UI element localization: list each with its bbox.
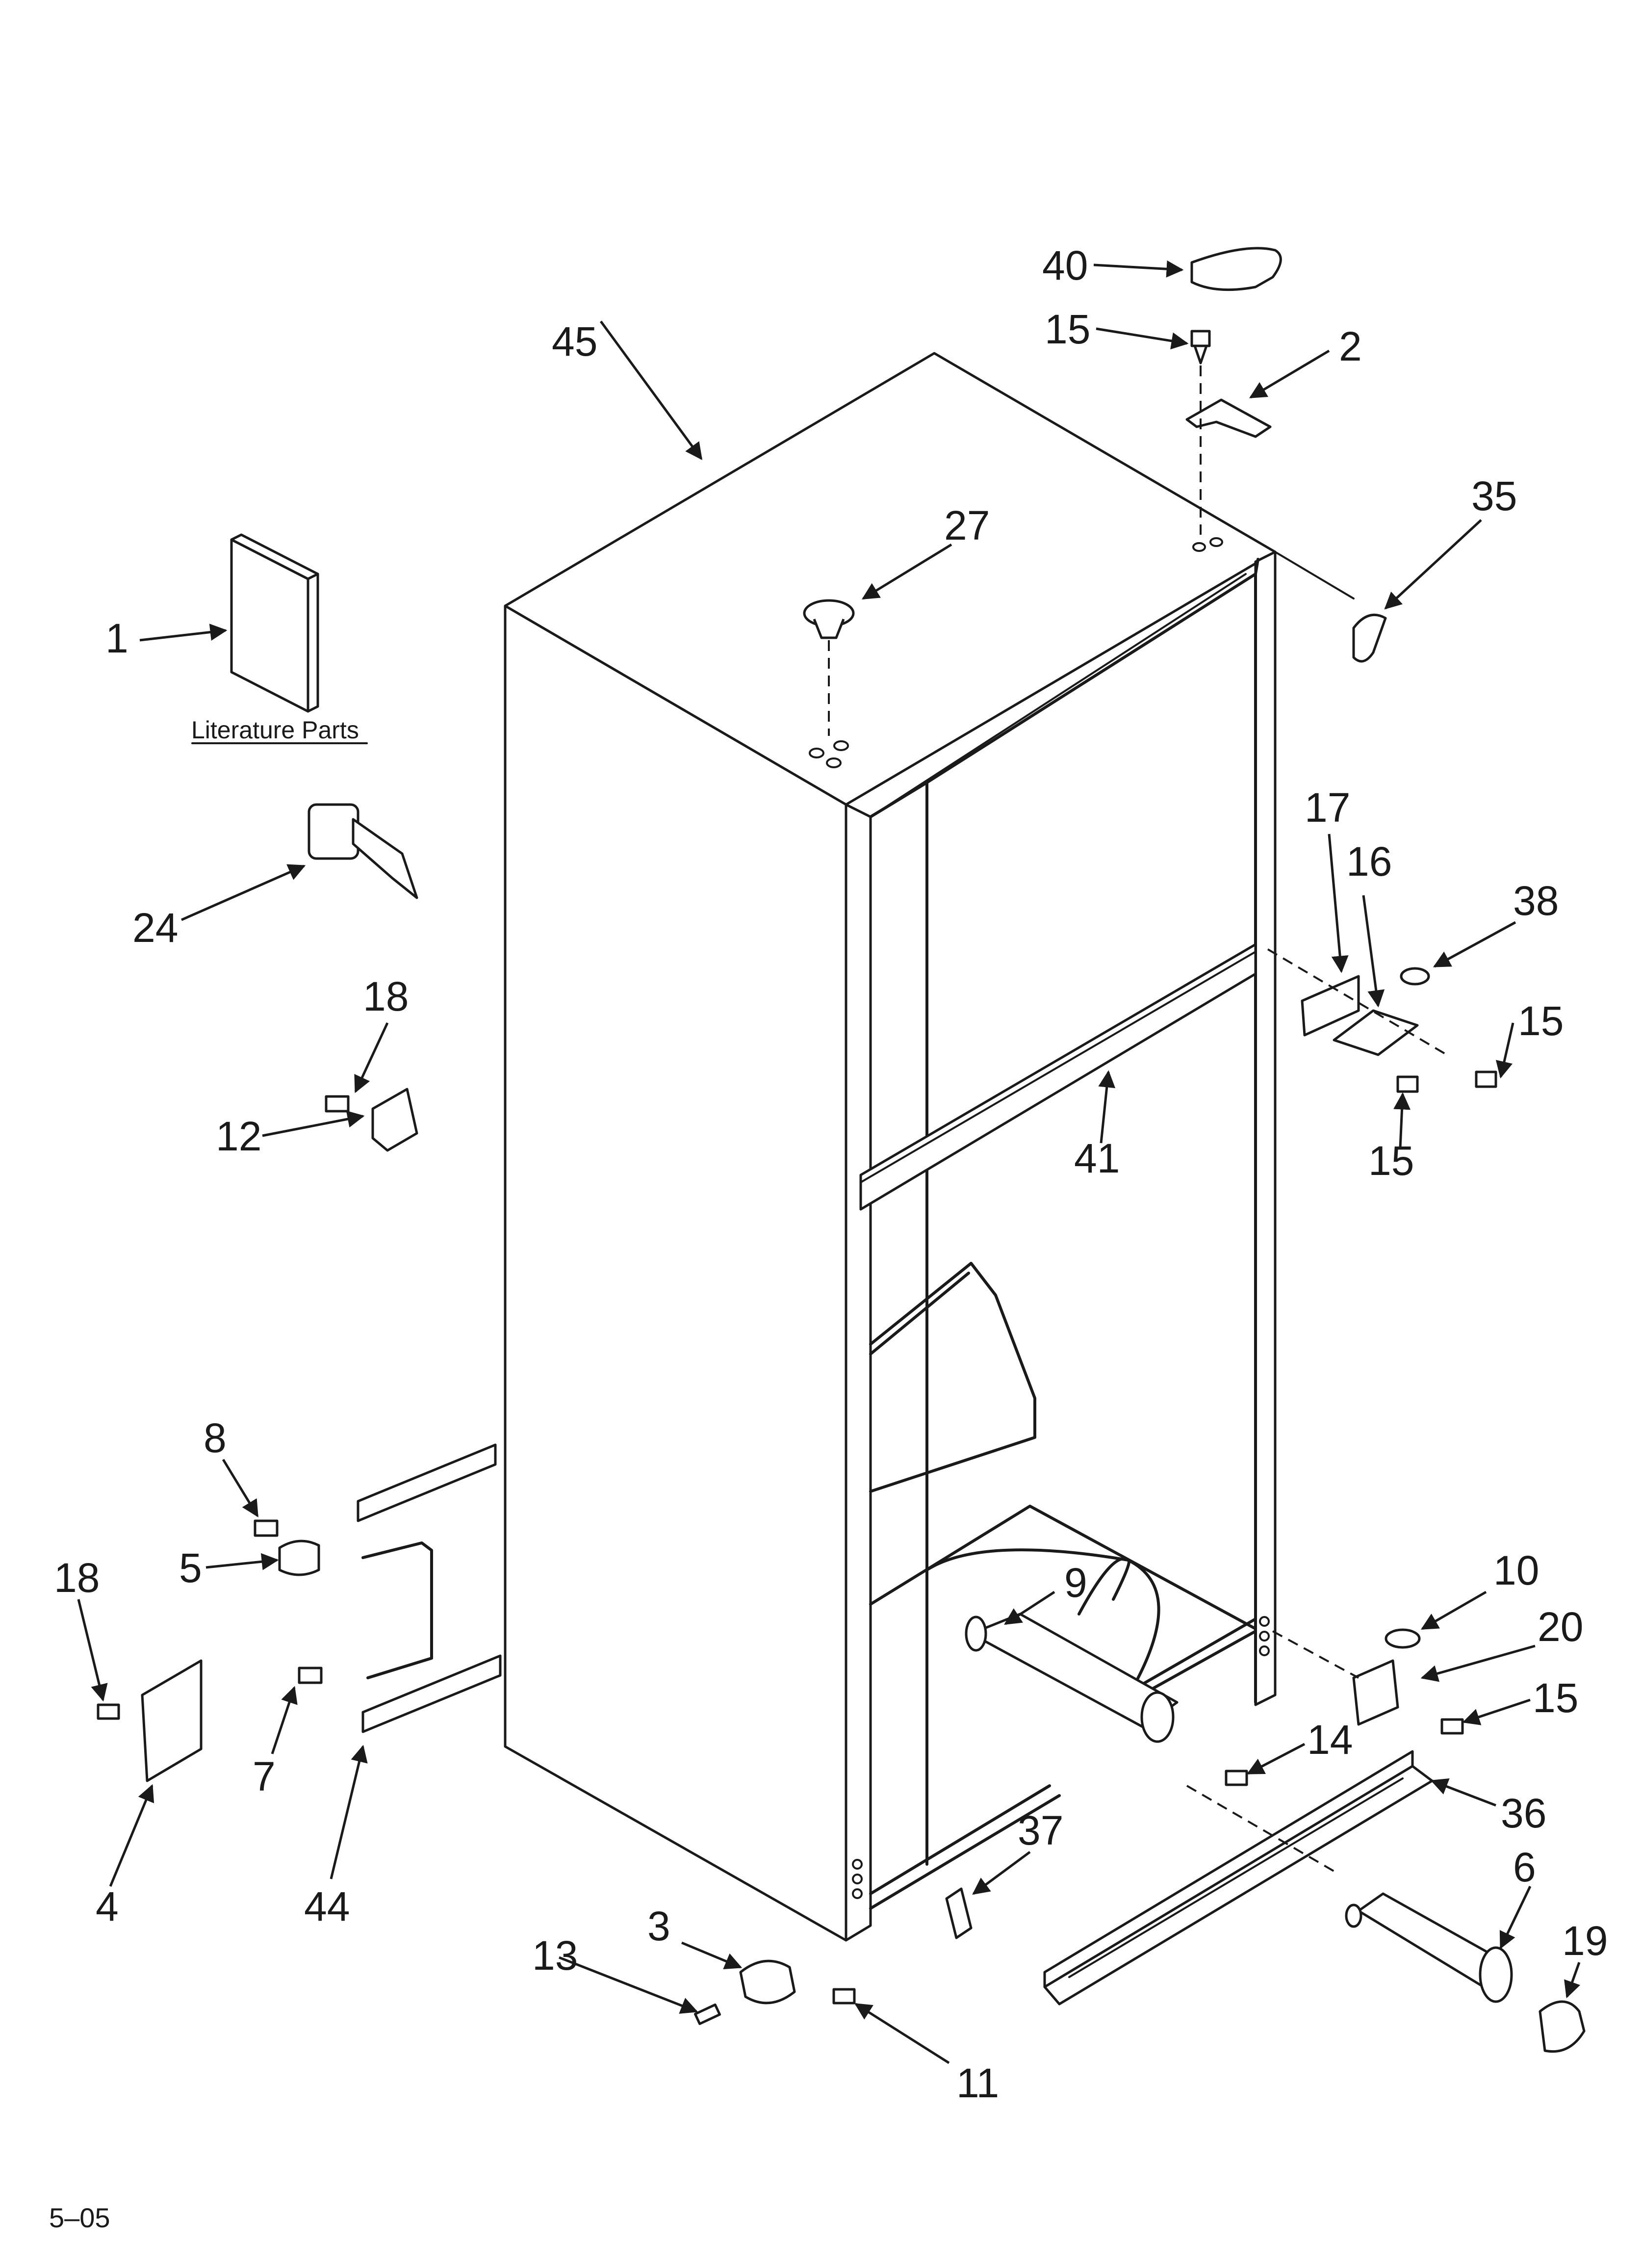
callout-6: 6 bbox=[1513, 1844, 1536, 1890]
callout-18-lower: 18 bbox=[54, 1555, 100, 1601]
cabinet bbox=[504, 352, 1277, 1942]
literature-parts-label: Literature Parts bbox=[191, 716, 359, 744]
literature-booklet: Literature Parts bbox=[191, 533, 368, 744]
callout-24: 24 bbox=[132, 905, 178, 951]
cabinet-left-side bbox=[504, 604, 847, 1942]
callout-38: 38 bbox=[1513, 878, 1559, 924]
callout-17: 17 bbox=[1305, 784, 1350, 831]
callout-3: 3 bbox=[647, 1903, 670, 1949]
callout-5: 5 bbox=[179, 1545, 202, 1591]
clip-37 bbox=[945, 1887, 973, 1939]
callout-20: 20 bbox=[1538, 1604, 1583, 1650]
callout-4: 4 bbox=[96, 1883, 119, 1929]
callout-15-right: 15 bbox=[1518, 998, 1564, 1044]
callout-45: 45 bbox=[552, 318, 597, 365]
screw-11 bbox=[832, 1988, 856, 2005]
water-filter bbox=[1345, 1892, 1513, 2003]
callout-18-upper: 18 bbox=[363, 973, 409, 1019]
screw-18-lower bbox=[97, 1703, 120, 1720]
screw-15-lower bbox=[1440, 1718, 1464, 1735]
callout-9: 9 bbox=[1064, 1560, 1087, 1606]
callout-2: 2 bbox=[1339, 323, 1362, 369]
callout-27: 27 bbox=[944, 502, 990, 548]
callout-13: 13 bbox=[532, 1932, 578, 1979]
front-left-stile bbox=[845, 803, 872, 1942]
callout-19: 19 bbox=[1562, 1918, 1608, 1964]
callout-40: 40 bbox=[1042, 242, 1088, 288]
clip-3 bbox=[739, 1959, 796, 2005]
top-hinge bbox=[1185, 398, 1272, 438]
callout-1: 1 bbox=[105, 615, 128, 661]
filter-cap bbox=[1539, 2000, 1586, 2053]
middle-hinge bbox=[1301, 967, 1497, 1093]
front-right-stile bbox=[1254, 550, 1277, 1706]
callout-44: 44 bbox=[304, 1883, 350, 1929]
center-rail bbox=[859, 943, 1257, 1211]
callout-35: 35 bbox=[1471, 473, 1517, 519]
base-grille bbox=[1043, 1750, 1434, 2006]
bottom-hinge bbox=[1352, 1659, 1399, 1726]
callout-11: 11 bbox=[956, 2060, 999, 2106]
callout-14: 14 bbox=[1307, 1717, 1353, 1763]
callout-41: 41 bbox=[1074, 1135, 1120, 1181]
callout-15-bottom: 15 bbox=[1533, 1675, 1578, 1721]
callout-15-mid: 15 bbox=[1368, 1138, 1414, 1184]
hinge-cover-lower bbox=[141, 1659, 203, 1782]
water-valve-tubing bbox=[925, 1548, 1179, 1743]
lower-hinge-left bbox=[254, 1443, 502, 1733]
screw-top bbox=[1190, 330, 1211, 365]
callout-36: 36 bbox=[1501, 1790, 1546, 1836]
callout-15-top: 15 bbox=[1045, 306, 1090, 352]
leader-arrows bbox=[77, 260, 1581, 2064]
callout-numbers: 40 15 2 45 35 27 1 24 17 16 38 15 15 41 … bbox=[54, 242, 1608, 2106]
callout-8: 8 bbox=[204, 1415, 227, 1461]
hinge-cover bbox=[1190, 247, 1282, 291]
callout-7: 7 bbox=[253, 1753, 276, 1799]
callout-10: 10 bbox=[1493, 1547, 1539, 1593]
callout-37: 37 bbox=[1018, 1807, 1063, 1853]
door-stop bbox=[308, 803, 418, 899]
callout-16: 16 bbox=[1346, 838, 1392, 885]
callout-12: 12 bbox=[216, 1113, 261, 1159]
hinge-trim bbox=[1352, 613, 1387, 663]
plug-button bbox=[803, 599, 855, 639]
washer bbox=[1385, 1628, 1421, 1649]
clip-12 bbox=[325, 1088, 418, 1152]
date-code: 5–05 bbox=[49, 2202, 110, 2233]
pin-13 bbox=[693, 2003, 721, 2025]
screw-14 bbox=[1225, 1770, 1248, 1786]
